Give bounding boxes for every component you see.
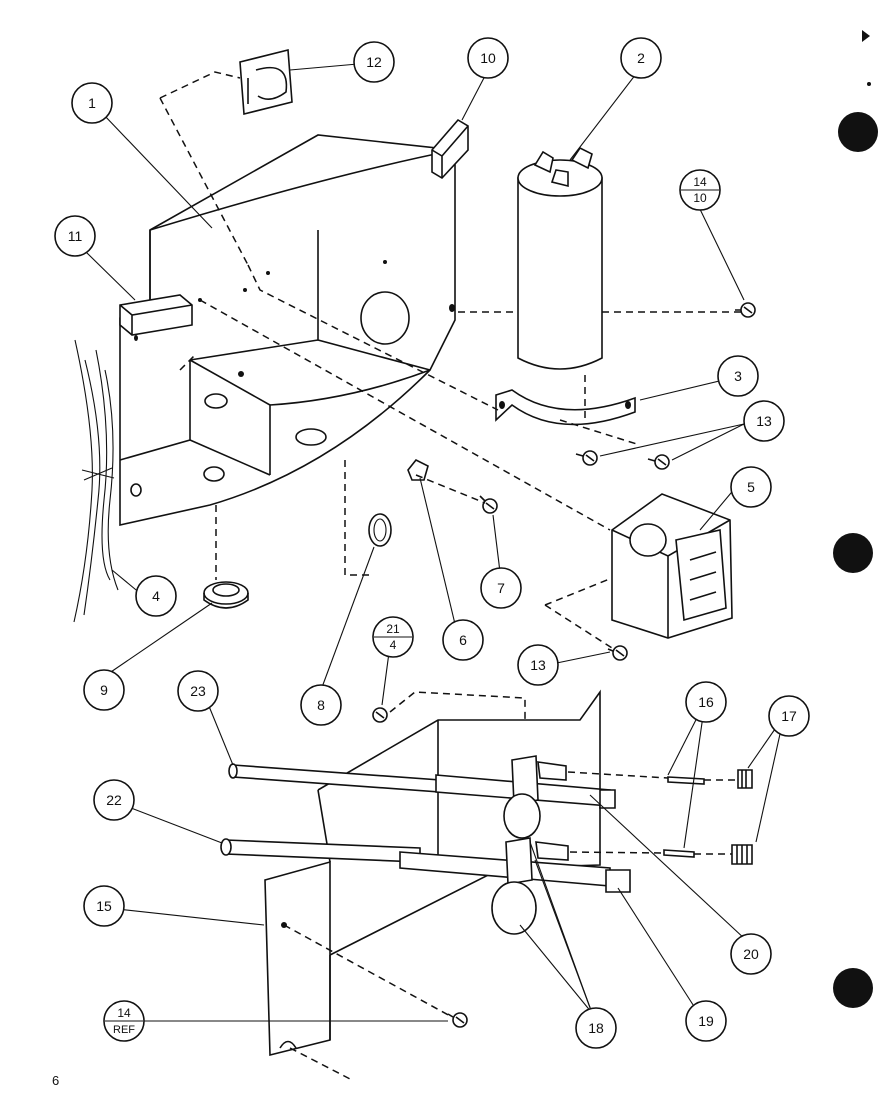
callout-7: 7 [480,567,522,609]
callout-label: 17 [781,708,797,724]
callout-22: 22 [93,779,135,821]
wire-harness [73,339,119,623]
callout-2: 2 [620,37,662,79]
callout-16: 16 [685,681,727,723]
callout-label: 1 [88,95,96,111]
callout-label: 4 [152,588,160,604]
callout-label: 11 [68,228,83,244]
callout-label: 19 [698,1013,714,1029]
strainers-and-caps [663,769,753,865]
callout-5: 5 [730,466,772,508]
callout-label: 3 [734,368,742,384]
callout-1: 1 [71,82,113,124]
callout-10: 10 [467,37,509,79]
callout-4: 4 [135,575,177,617]
callout-label: 13 [530,657,546,673]
wire-tie-clip [407,458,429,481]
callout-9: 9 [83,669,125,711]
callout-bottom: 10 [693,191,707,205]
callout-label: 20 [743,946,759,962]
callout-19: 19 [685,1000,727,1042]
page-number: 6 [52,1073,60,1088]
callout-13a: 13 [743,400,785,442]
callout-label: 23 [190,683,206,699]
callout-top: 21 [386,622,400,636]
callout-21-4: 21 4 [372,616,414,658]
callout-label: 15 [96,898,112,914]
insulation-block [119,294,193,336]
callout-8: 8 [300,684,342,726]
callout-6: 6 [442,619,484,661]
callout-12: 12 [353,41,395,83]
callout-label: 22 [106,792,122,808]
callout-14-ref: 14 REF [103,1000,145,1042]
callout-20: 20 [730,933,772,975]
callout-18: 18 [575,1007,617,1049]
wire-clip [239,48,293,116]
control-box-panel [119,134,456,526]
callout-bottom: REF [113,1024,135,1036]
callout-3: 3 [717,355,759,397]
relay [611,493,733,639]
callout-14-10: 14 10 [679,169,721,211]
screws [372,302,756,1028]
callout-label: 7 [497,580,505,596]
callout-label: 18 [588,1020,604,1036]
mounting-block [431,118,469,180]
callout-label: 9 [100,682,108,698]
callout-label: 8 [317,697,325,713]
callout-label: 16 [698,694,714,710]
callout-top: 14 [117,1006,131,1020]
callout-top: 14 [693,175,707,189]
callout-23: 23 [177,670,219,712]
assembly-lines [159,71,742,1081]
leader-lines [85,62,785,1022]
callout-bottom: 4 [390,638,397,652]
tubes [220,763,631,893]
callout-label: 5 [747,479,755,495]
callout-label: 13 [756,413,772,429]
callout-label: 6 [459,632,467,648]
snap-ring [368,513,392,547]
capacitor-bracket [495,389,636,426]
callout-13b: 13 [517,644,559,686]
solenoid-valves [491,755,569,935]
callout-label: 12 [366,54,382,70]
capacitor [517,146,603,370]
callout-11: 11 [54,215,96,257]
binder-hole-marks [833,30,878,1008]
callout-15: 15 [83,885,125,927]
callout-17: 17 [768,695,810,737]
callout-label: 10 [480,50,496,66]
grommet [203,581,249,609]
callout-label: 2 [637,50,645,66]
